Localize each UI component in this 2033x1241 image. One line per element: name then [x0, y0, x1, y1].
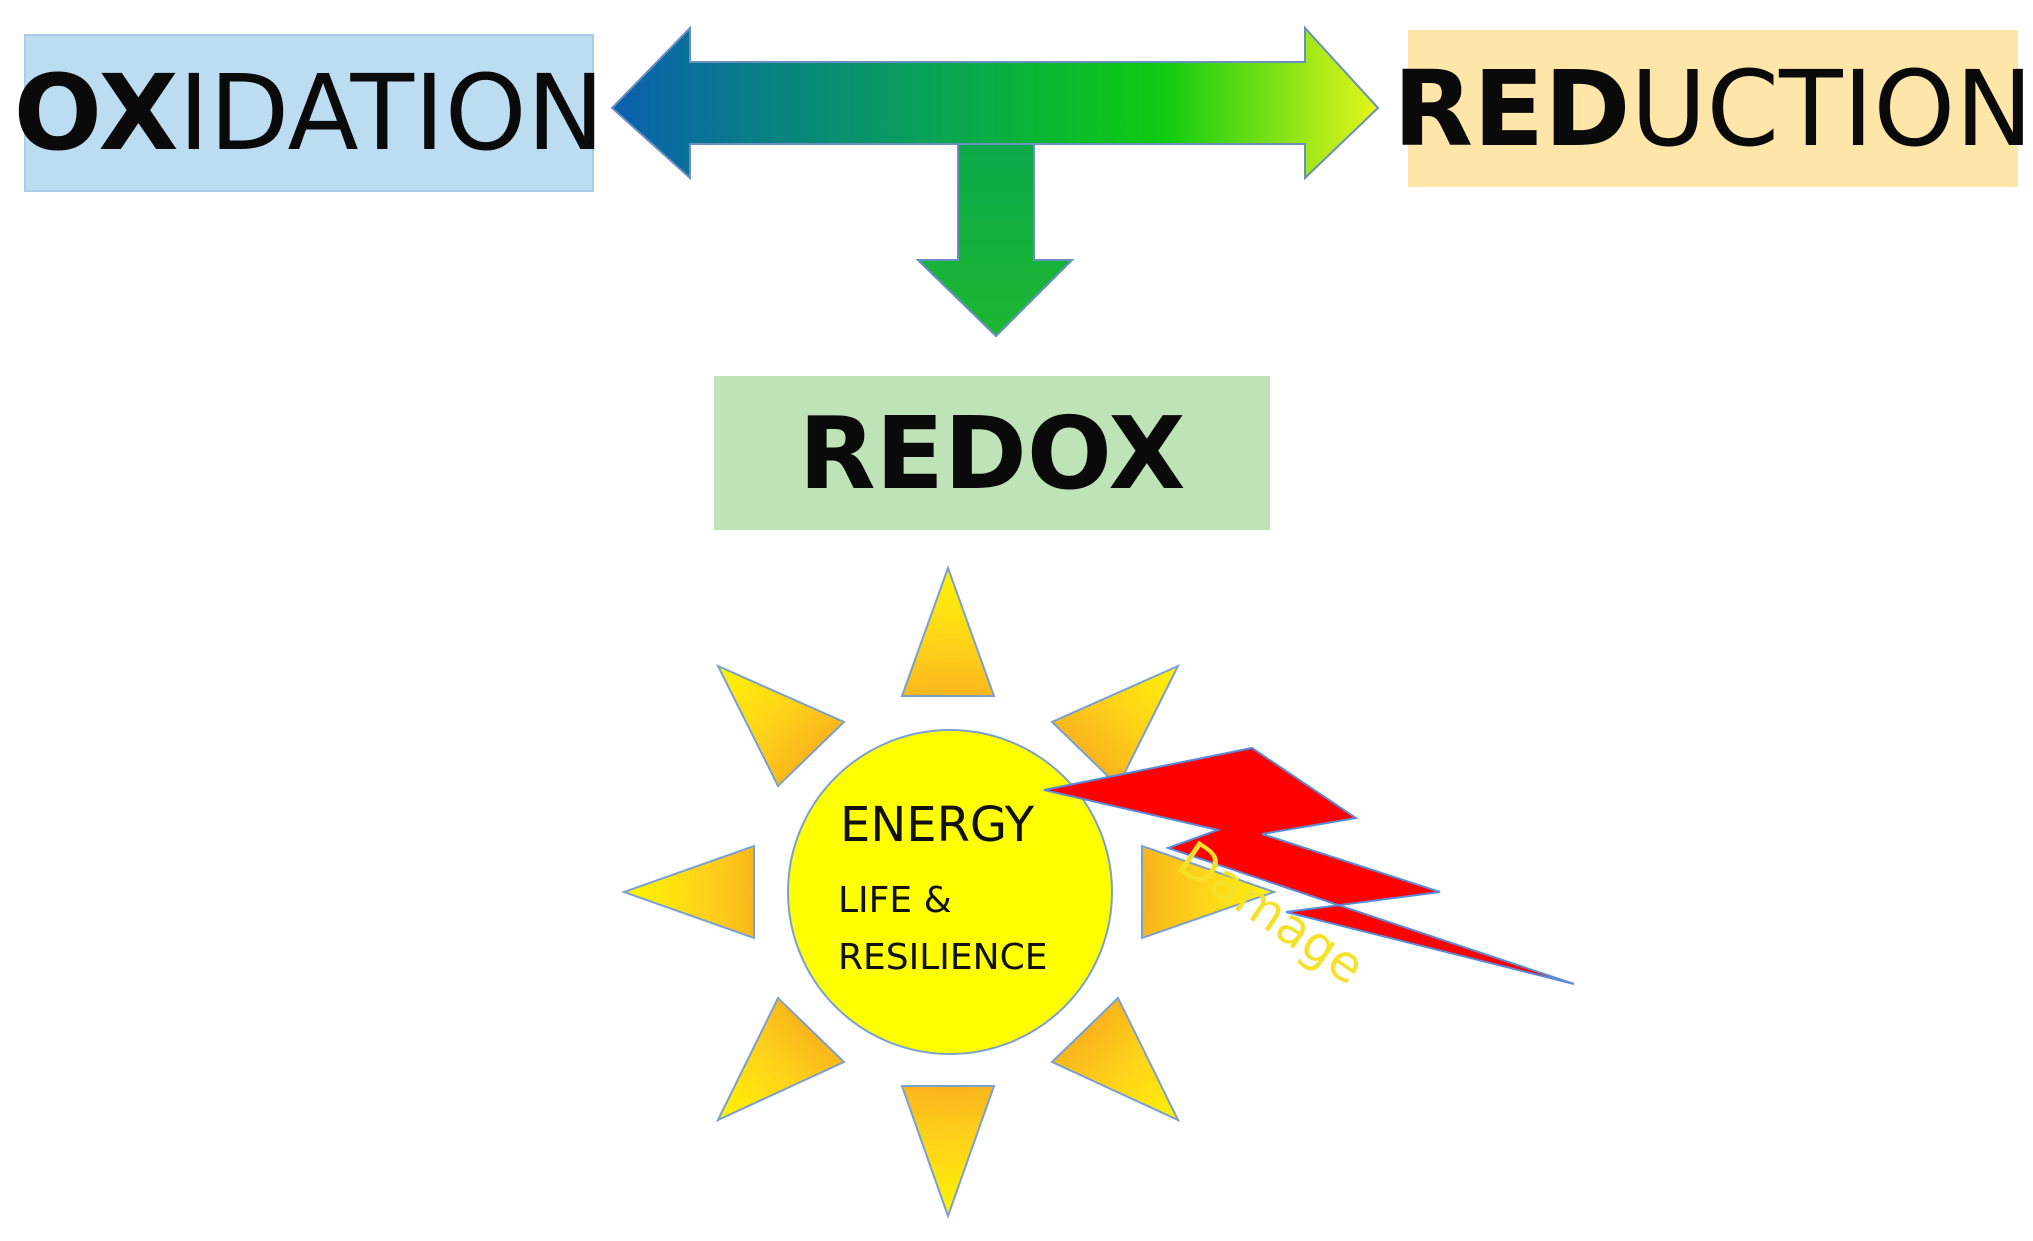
sun-rays — [621, 565, 1278, 1219]
sun-ray-right — [1141, 844, 1278, 940]
sun-ray-top-right — [1050, 663, 1181, 788]
sun-ray-bottom-left — [715, 996, 846, 1123]
energy-label: ENERGY — [840, 797, 1035, 853]
reduction-rest: UCTION — [1630, 47, 2033, 170]
redox-label: REDOX — [798, 394, 1186, 512]
redox-box-fill — [714, 376, 1270, 530]
life-label: LIFE & — [838, 880, 952, 921]
sun-ray-top — [900, 565, 996, 697]
reduction-bold-part: RED — [1392, 47, 1631, 170]
down-arrow-overlay — [915, 143, 1075, 338]
sun-ray-left — [621, 844, 755, 940]
sun-ray-bottom — [900, 1085, 996, 1219]
oxidation-rest: IDATION — [178, 52, 605, 174]
redox-box: REDOX — [714, 376, 1270, 530]
sun-ray-top-left — [715, 663, 846, 788]
resilience-label: RESILIENCE — [838, 937, 1048, 978]
sun-ray-bottom-right — [1050, 996, 1181, 1123]
reduction-box-fill — [1408, 30, 2018, 187]
oxidation-bold-part: OX — [13, 52, 179, 174]
oxidation-box-fill — [24, 34, 594, 192]
damage-bolt — [1043, 746, 1575, 985]
sun-core — [787, 729, 1113, 1055]
